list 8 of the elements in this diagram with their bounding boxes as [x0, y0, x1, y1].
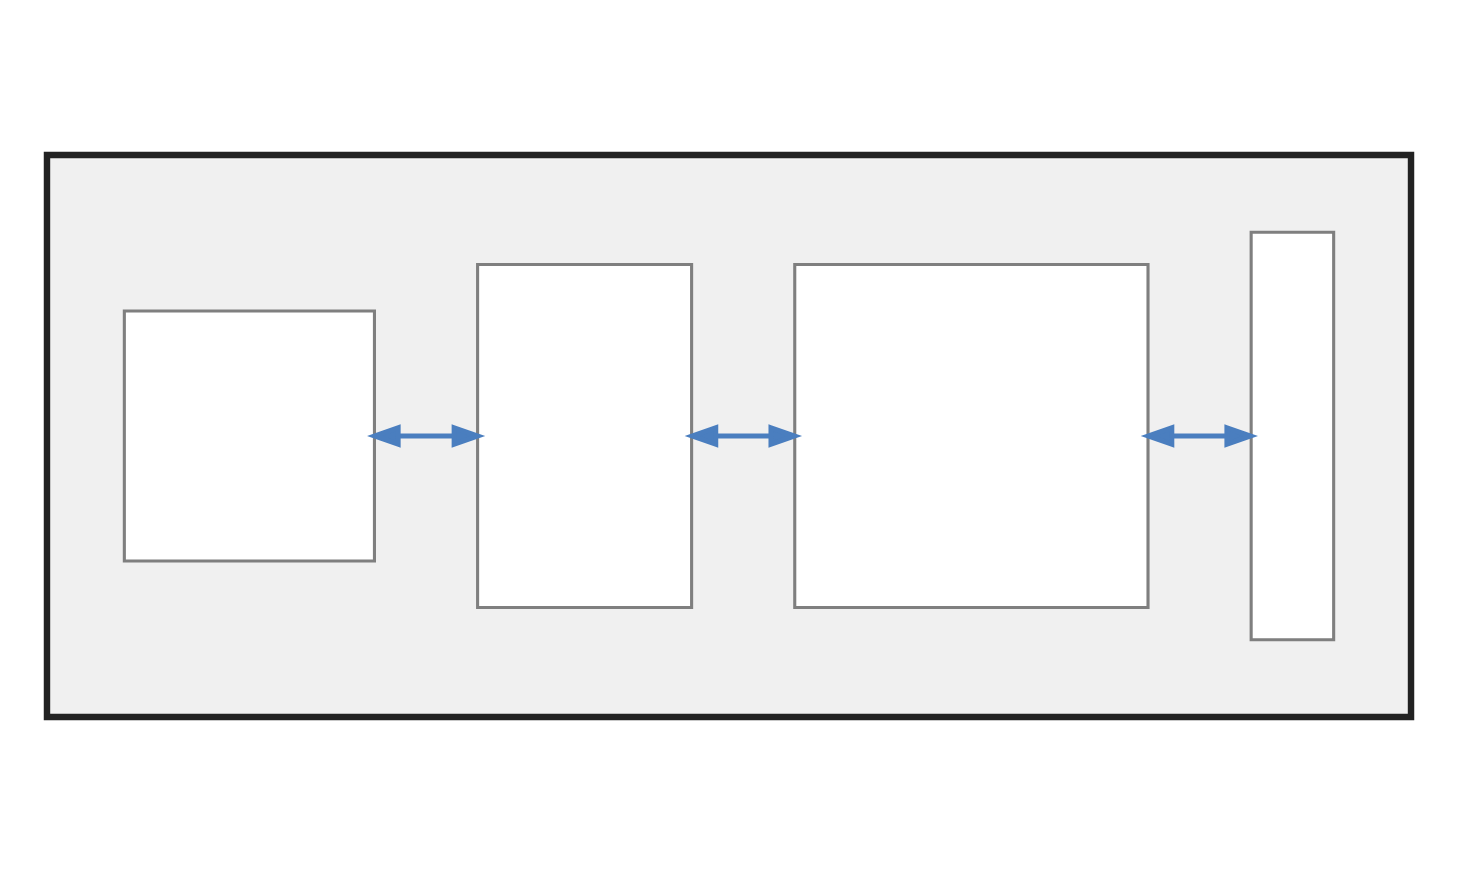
arrow: [367, 423, 486, 447]
node-box: [122, 308, 376, 562]
node-box: [476, 262, 694, 608]
node-box: [793, 262, 1150, 608]
node-box: [1249, 229, 1336, 641]
arrow: [684, 423, 803, 447]
arrow: [1140, 423, 1258, 447]
cluster: [43, 150, 1415, 720]
